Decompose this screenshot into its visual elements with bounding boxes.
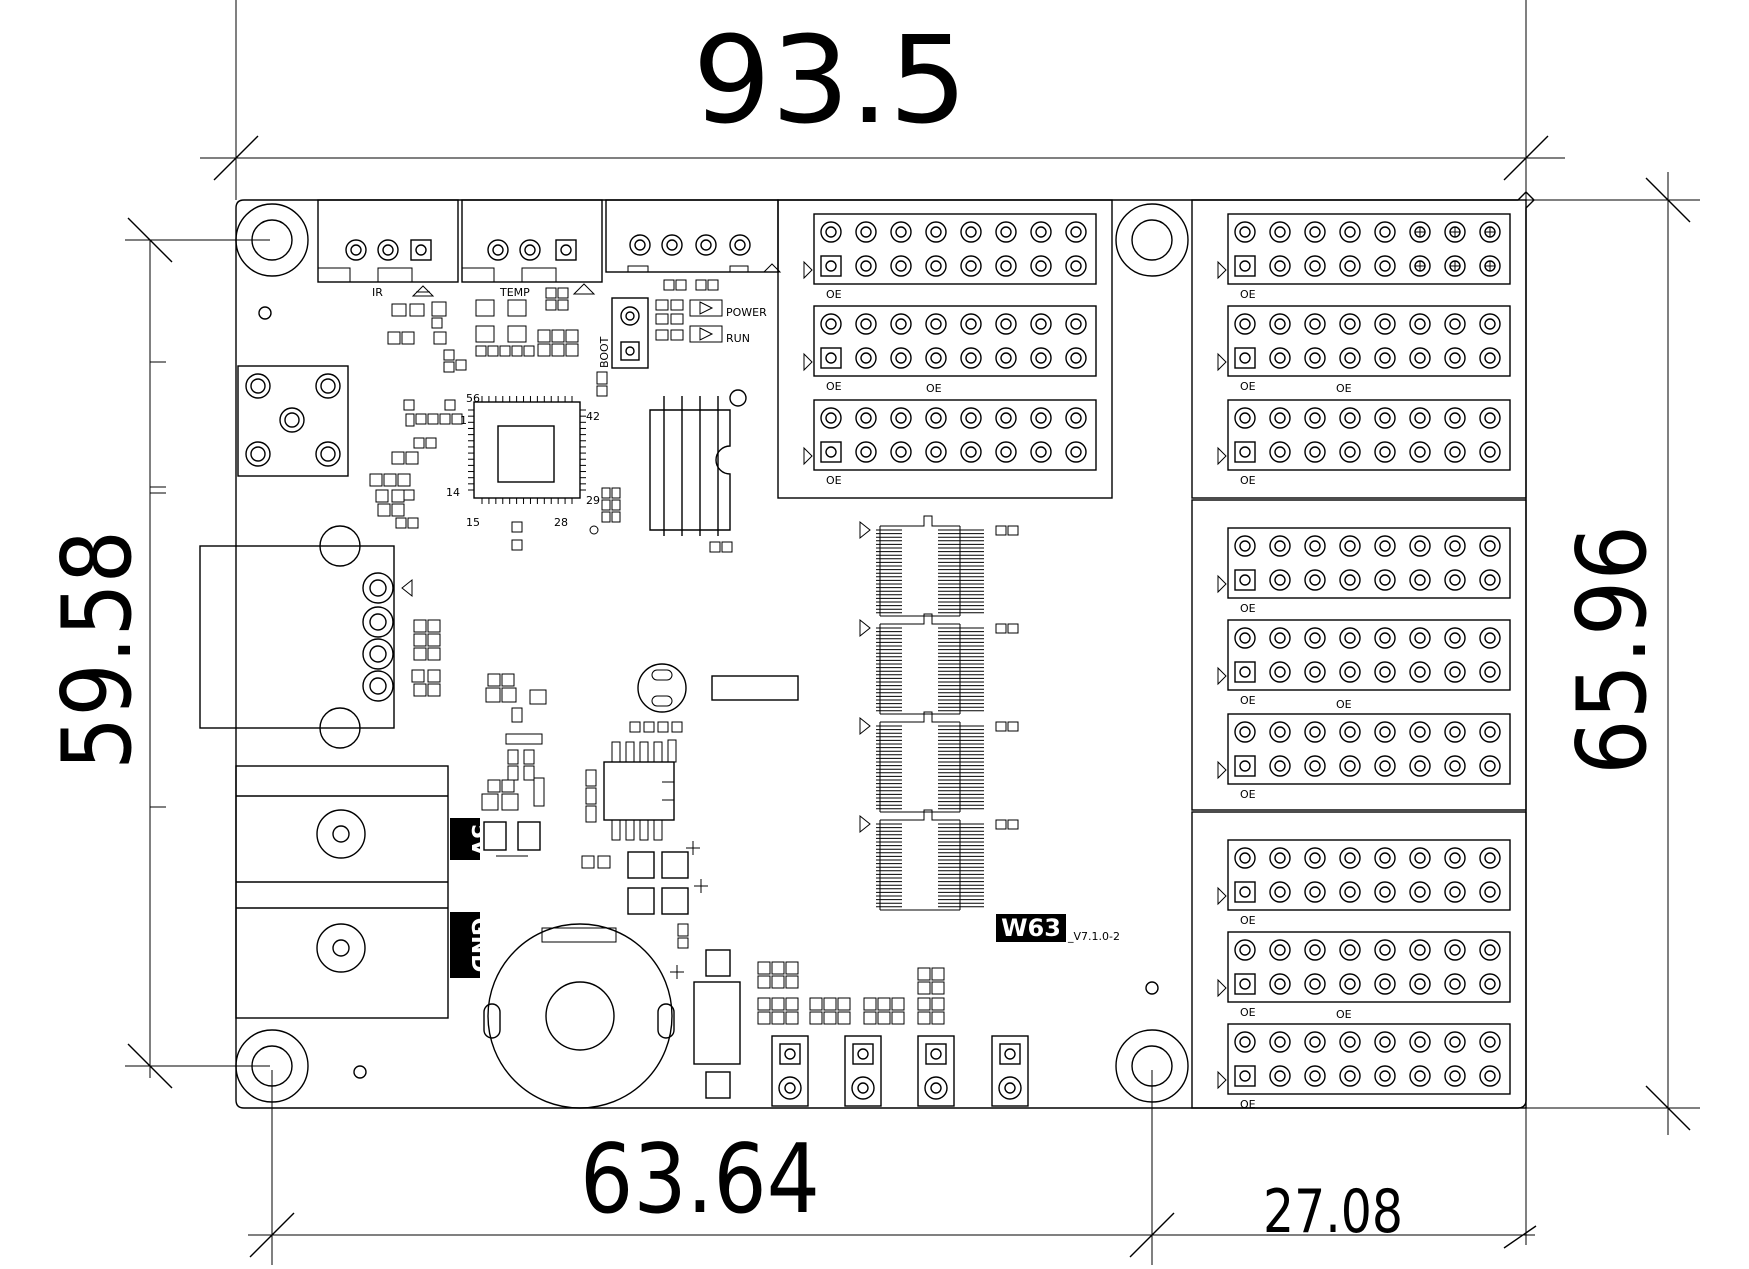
hub-header: OE	[803, 305, 1097, 393]
label-gnd: GND	[466, 918, 491, 973]
mcu-pin-29: 29	[586, 494, 600, 507]
hub-oe-label: OE	[1240, 914, 1256, 927]
driver-chip	[859, 613, 1019, 715]
mounting-holes	[235, 203, 1189, 1103]
driver-chip	[859, 809, 1019, 911]
power-terminal	[235, 765, 449, 1019]
hub-header: OE	[1217, 305, 1511, 393]
dim-right-height: 65.96	[1558, 525, 1668, 775]
boot-label: BOOT	[598, 336, 611, 368]
mcu-pin-28: 28	[554, 516, 568, 529]
ir-label: IR	[372, 286, 383, 299]
label-5v: 5V	[466, 824, 491, 856]
badge-5v-bg	[450, 818, 480, 860]
middle-components	[481, 663, 945, 1109]
model-badge-bg	[996, 914, 1066, 942]
hub-connectors: OE OE OE OE OE OE OE OE OE OE OE OE OE OE OE OE	[803, 213, 1511, 1111]
hub-header: OE	[1217, 527, 1511, 615]
hub-oe-label: OE	[1240, 288, 1256, 301]
status-leds	[596, 279, 723, 397]
driver-chip	[859, 515, 1019, 617]
hub-header: OE	[1217, 619, 1511, 707]
hub-header: OE	[803, 213, 1097, 301]
hub-oe-label: OE	[1240, 1098, 1256, 1111]
hub-header: OE	[1217, 213, 1511, 301]
hub-oe-label: OE	[926, 382, 942, 395]
mcu-pin-14: 14	[446, 486, 460, 499]
model-label: W63	[1001, 914, 1061, 942]
power-led-label: POWER	[726, 306, 767, 319]
hub-oe-label: OE	[1240, 380, 1256, 393]
hub-header: OE	[803, 399, 1097, 487]
badge-gnd-bg	[450, 912, 480, 978]
mcu-chip	[468, 396, 586, 504]
driver-chips	[859, 515, 1019, 911]
hub-oe-label: OE	[826, 474, 842, 487]
dim-left-height: 59.58	[43, 530, 153, 770]
hub-oe-label: OE	[1336, 382, 1352, 395]
hub-oe-label: OE	[826, 380, 842, 393]
hub-oe-label: OE	[1240, 694, 1256, 707]
passives-mcu-area	[369, 287, 733, 553]
mcu-pin-15: 15	[466, 516, 480, 529]
hub-oe-label: OE	[1240, 788, 1256, 801]
hub-header: OE	[1217, 1023, 1511, 1111]
bottom-jumpers	[771, 1035, 1029, 1107]
hub-oe-label: OE	[1240, 1006, 1256, 1019]
dim-bottom-hole-span: 63.64	[580, 1125, 820, 1235]
ir-connector	[317, 199, 459, 297]
hub-header: OE	[1217, 839, 1511, 927]
hub-oe-label: OE	[826, 288, 842, 301]
hub-header: OE	[1217, 713, 1511, 801]
hub-header: OE	[1217, 399, 1511, 487]
mcu-pin-56: 56	[466, 392, 480, 405]
hub-header: OE	[1217, 931, 1511, 1019]
mcu-pin-1: 1	[460, 414, 467, 427]
hub-oe-label: OE	[1336, 1008, 1352, 1021]
flash-chip	[649, 396, 731, 536]
dim-bottom-right-span: 27.08	[1263, 1177, 1403, 1247]
version-label: _V7.1.0-2	[1067, 930, 1120, 943]
hub-oe-label: OE	[1240, 474, 1256, 487]
four-pin-connector	[605, 199, 782, 273]
dim-top-width: 93.5	[693, 12, 968, 151]
left-switch-block	[237, 365, 349, 477]
mcu-pin-42: 42	[586, 410, 600, 423]
hub-frames	[777, 199, 1527, 1109]
temp-connector	[461, 199, 603, 295]
temp-label: TEMP	[499, 286, 530, 299]
driver-chip	[859, 711, 1019, 813]
ethernet-connector	[199, 525, 441, 749]
run-led-label: RUN	[726, 332, 750, 345]
hub-oe-label: OE	[1336, 698, 1352, 711]
hub-oe-label: OE	[1240, 602, 1256, 615]
dimension-lines	[125, 0, 1700, 1265]
